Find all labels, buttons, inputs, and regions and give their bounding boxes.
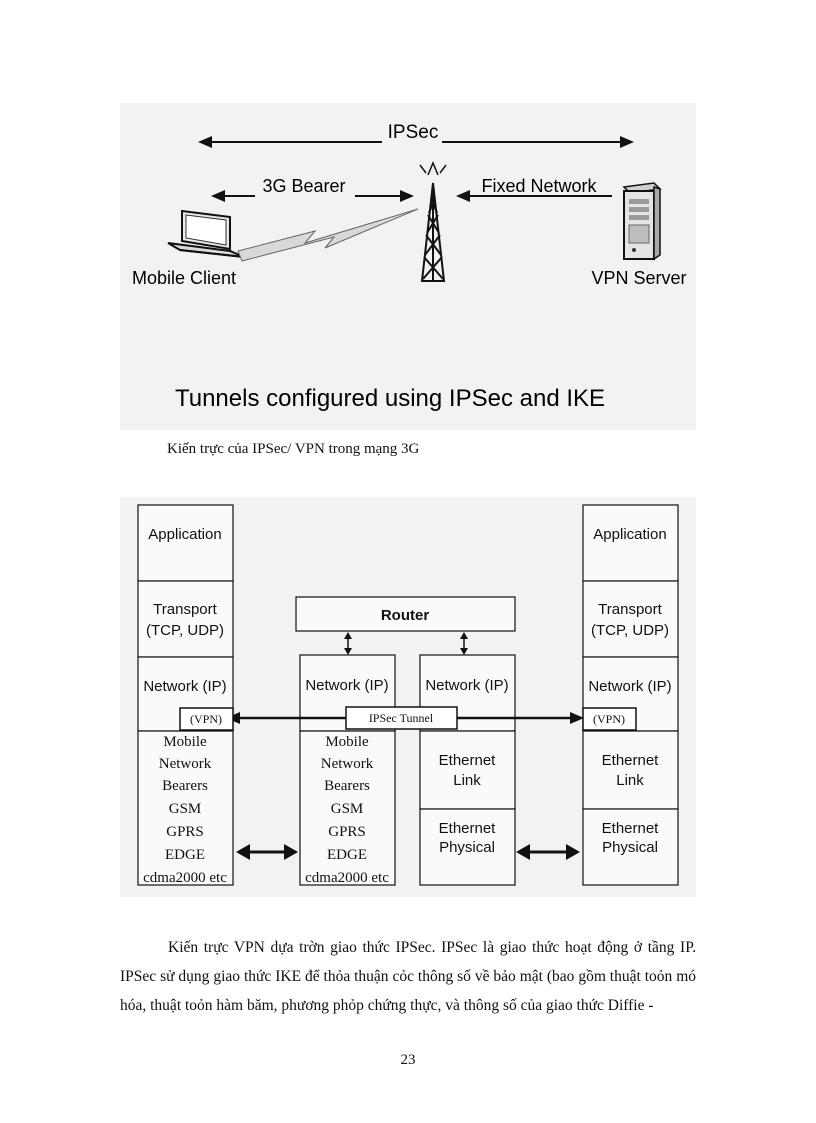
vpn-protocol-stack-figure: Application Transport (TCP, UDP) Network… [120, 497, 696, 897]
middle-right-ethernet-link-label: Ethernet [439, 752, 497, 769]
left-transport-label: Transport [153, 601, 217, 618]
ipsec-tunnel-label: IPSec Tunnel [369, 711, 434, 725]
ipsec-3g-diagram: IPSec 3G Bearer Fixed Network [132, 121, 687, 412]
left-transport-layer [137, 580, 234, 658]
middle-left-bearer-line: Mobile [325, 734, 369, 750]
tunnels-configured-text: Tunnels configured using IPSec and IKE [175, 385, 605, 412]
middle-right-ethernet-physical-label: Ethernet [439, 820, 497, 837]
fixed-network-label: Fixed Network [481, 176, 597, 196]
wireless-link-icon [237, 208, 419, 262]
right-ethernet-link-label-2: Link [616, 772, 644, 789]
right-physical-link-arrow [516, 844, 580, 860]
right-application-label: Application [593, 526, 666, 543]
protocol-stack-diagram: Application Transport (TCP, UDP) Network… [137, 504, 679, 886]
vpn-server-icon [622, 182, 662, 261]
middle-left-bearer-line: Bearers [324, 778, 370, 794]
middle-left-bearer-line: EDGE [327, 847, 367, 863]
middle-right-network-label: Network (IP) [425, 677, 508, 694]
laptop-icon [167, 209, 245, 258]
middle-right-ethernet-physical-layer [419, 808, 516, 886]
middle-left-bearers-layer [299, 730, 396, 886]
right-transport-label: Transport [598, 601, 662, 618]
middle-left-bearer-line: GPRS [328, 824, 366, 840]
right-ethernet-physical-label-2: Physical [602, 839, 658, 856]
left-bearer-line: cdma2000 etc [143, 870, 227, 886]
ipsec-tunnel-box [345, 706, 458, 730]
left-bearer-line: Network [159, 756, 212, 772]
right-transport-layer [582, 580, 679, 658]
right-vpn-box [582, 707, 637, 731]
middle-left-bearer-line: GSM [331, 801, 364, 817]
left-bearer-line: Bearers [162, 778, 208, 794]
body-paragraph: Kiến trực VPN dựa trờn giao thức IPSec. … [120, 933, 696, 1020]
vpn-server-label: VPN Server [591, 268, 686, 288]
cell-tower-icon [419, 161, 447, 282]
right-vpn-label: (VPN) [593, 712, 625, 726]
router-label: Router [381, 607, 429, 624]
router-box [295, 596, 516, 632]
right-application-layer [582, 504, 679, 582]
right-network-label: Network (IP) [588, 678, 671, 695]
middle-right-ethernet-physical-label-2: Physical [439, 839, 495, 856]
figure1-caption: Kiến trực của IPSec/ VPN trong mạng 3G [167, 441, 420, 457]
middle-left-network-label: Network (IP) [305, 677, 388, 694]
right-ethernet-link-label: Ethernet [602, 752, 660, 769]
ipsec-3g-figure: IPSec 3G Bearer Fixed Network [120, 103, 696, 430]
fixed-network-span-arrow [456, 190, 612, 202]
page-number: 23 [400, 1052, 416, 1068]
router-link-arrows [344, 632, 468, 655]
left-bearer-line: EDGE [165, 847, 205, 863]
left-bearer-line: Mobile [163, 734, 207, 750]
ipsec-label: IPSec [388, 122, 439, 143]
right-ethernet-physical-layer [582, 808, 679, 886]
left-application-layer [137, 504, 234, 582]
bearer-label: 3G Bearer [262, 176, 345, 196]
mobile-client-label: Mobile Client [132, 268, 236, 288]
left-vpn-label: (VPN) [190, 712, 222, 726]
middle-right-ethernet-link-layer [419, 730, 516, 810]
left-bearer-line: GPRS [166, 824, 204, 840]
right-ethernet-link-layer [582, 730, 679, 810]
middle-left-bearer-line: Network [321, 756, 374, 772]
left-physical-link-arrow [236, 844, 298, 860]
left-application-label: Application [148, 526, 221, 543]
middle-right-ethernet-link-label-2: Link [453, 772, 481, 789]
middle-left-bearer-line: cdma2000 etc [305, 870, 389, 886]
left-bearer-line: GSM [169, 801, 202, 817]
paragraph-text: Kiến trực VPN dựa trờn giao thức IPSec. … [120, 939, 696, 1014]
right-transport-protocols-label: (TCP, UDP) [591, 622, 669, 639]
left-transport-protocols-label: (TCP, UDP) [146, 622, 224, 639]
right-ethernet-physical-label: Ethernet [602, 820, 660, 837]
left-bearers-layer [137, 730, 234, 886]
left-network-label: Network (IP) [143, 678, 226, 695]
left-vpn-box [179, 707, 234, 731]
